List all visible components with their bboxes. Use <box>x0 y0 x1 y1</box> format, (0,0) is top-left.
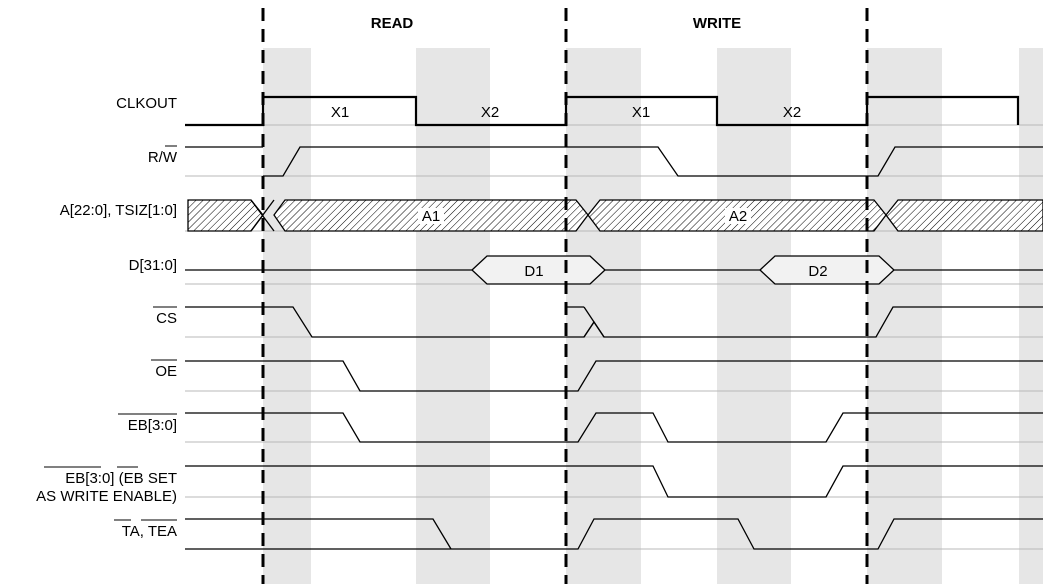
addr-a1-label-bg <box>418 208 444 224</box>
data-d1-value: D1 <box>524 263 543 280</box>
clkout-label: CLKOUT <box>116 95 177 112</box>
eb-label: EB[3:0] <box>128 417 177 434</box>
shade-band-1 <box>263 48 311 584</box>
rw-label: R/W <box>148 149 178 166</box>
cycle-boundaries <box>261 8 869 584</box>
ta-tea-label: TA, TEA <box>122 523 177 540</box>
eb-we-waveform <box>185 465 1043 498</box>
data-d1-cell <box>471 255 606 285</box>
cs-label: CS <box>156 310 177 327</box>
data-d2-cell <box>759 255 895 285</box>
data-bus: D1 D2 <box>185 255 1043 285</box>
signal-labels: CLKOUT R/W A[22:0], TSIZ[1:0] D[31:0] CS… <box>36 95 178 540</box>
clk-cycle-x1-write: X1 <box>632 104 650 121</box>
clk-cycle-x2-read: X2 <box>481 104 499 121</box>
data-label: D[31:0] <box>129 257 177 274</box>
addr-label: A[22:0], TSIZ[1:0] <box>60 202 177 219</box>
clk-cycle-x2-write: X2 <box>783 104 801 121</box>
addr-invalid-segment-2 <box>885 199 1043 232</box>
shade-band-2 <box>416 48 490 584</box>
address-bus: A1 A2 <box>187 199 1043 232</box>
ta-tea-waveform <box>185 518 1043 550</box>
cs-glitch-fall <box>583 321 595 338</box>
eb-we-label-line2: AS WRITE ENABLE) <box>36 488 177 505</box>
clock-shading <box>263 48 1043 584</box>
write-phase-label: WRITE <box>693 15 741 32</box>
clk-cycle-x1-read: X1 <box>331 104 349 121</box>
addr-crossover-2 <box>250 199 275 232</box>
oe-label: OE <box>155 363 177 380</box>
shade-band-6 <box>1019 48 1043 584</box>
shade-band-5 <box>867 48 942 584</box>
shade-band-4 <box>717 48 791 584</box>
ta-tea-read-ack <box>185 518 452 550</box>
addr-a2-label-bg <box>725 208 751 224</box>
eb-waveform <box>185 412 1043 443</box>
oe-waveform <box>185 360 1043 392</box>
eb-we-label-line1: EB[3:0] (EB SET <box>65 470 177 487</box>
addr-a1-value: A1 <box>422 208 440 225</box>
shade-band-3 <box>566 48 641 584</box>
addr-a2-value: A2 <box>729 208 747 225</box>
read-phase-label: READ <box>371 15 414 32</box>
addr-invalid-segment-1 <box>187 199 264 232</box>
data-d2-value: D2 <box>808 263 827 280</box>
rw-waveform <box>185 146 1043 177</box>
